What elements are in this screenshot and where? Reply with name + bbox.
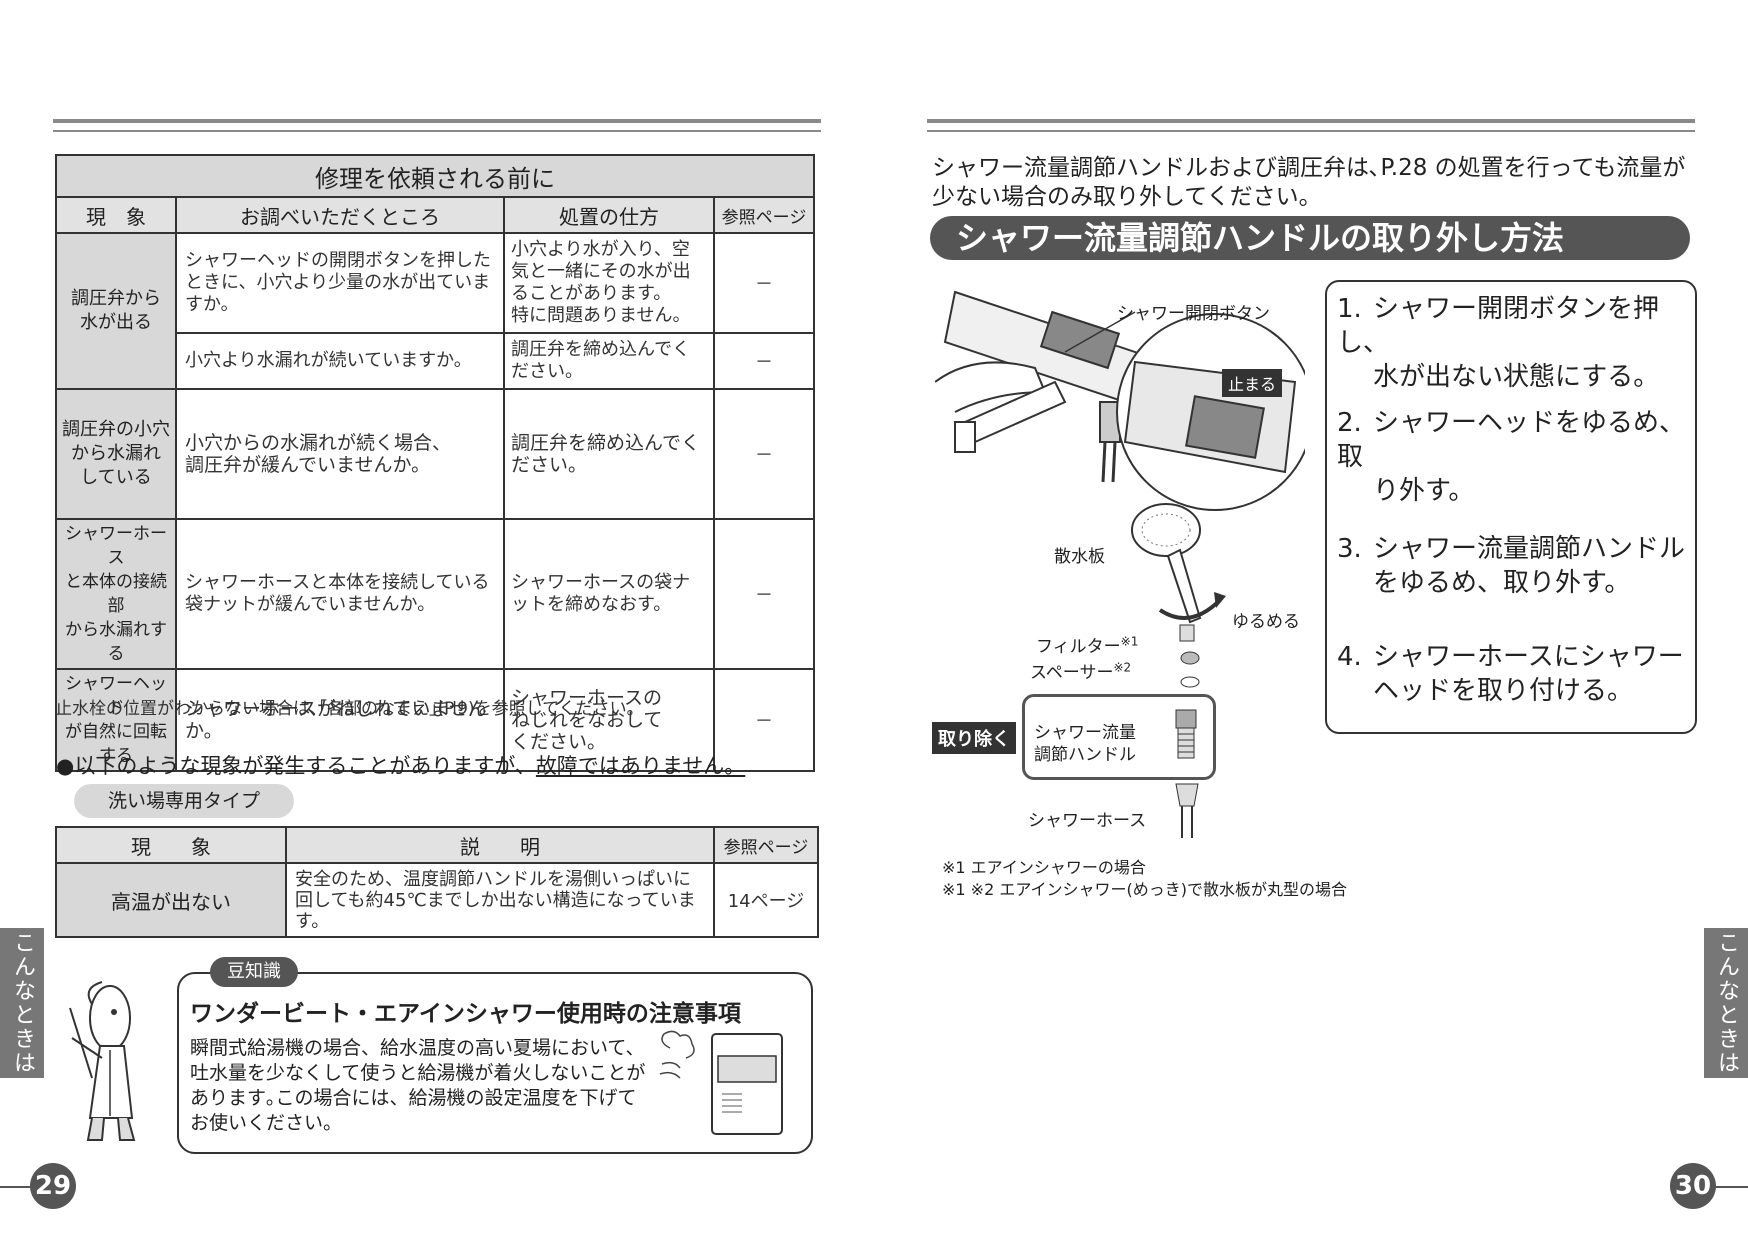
flow-handle-box bbox=[1022, 694, 1216, 780]
repair-table-title: 修理を依頼される前に bbox=[55, 154, 815, 198]
hose-icon bbox=[1175, 783, 1199, 838]
col-header-ref: 参照ページ bbox=[713, 196, 815, 234]
col-header-check: お調べいただくところ bbox=[175, 196, 505, 234]
notice-line: ●以下のような現象が発生することがありますが、故障ではありません。 bbox=[56, 750, 745, 780]
professor-illustration bbox=[69, 981, 136, 1141]
symptom-cell: 調圧弁の小穴 から水漏れ している bbox=[55, 388, 177, 520]
ref-cell: － bbox=[713, 388, 815, 520]
step-number: 4. bbox=[1337, 642, 1362, 672]
side-tab-right: こんなときは bbox=[1704, 928, 1748, 1078]
step-2: 2.シャワーヘッドをゆるめ、取 り外す。 bbox=[1337, 406, 1695, 508]
diffuser-label: 散水板 bbox=[1054, 547, 1105, 567]
ref-cell: 14ページ bbox=[713, 862, 819, 938]
step-text-1: シャワーヘッドをゆるめ、取 bbox=[1337, 408, 1686, 472]
tip-badge: 豆知識 bbox=[210, 957, 298, 987]
check-cell: シャワーホースがねじれていませんか。 bbox=[175, 668, 505, 772]
type-pill: 洗い場専用タイプ bbox=[74, 784, 294, 818]
ref-cell: － bbox=[713, 668, 815, 772]
flow-handle-icon bbox=[1175, 709, 1197, 759]
spacer-note-mark: ※2 bbox=[1113, 660, 1132, 675]
spacer-label: スペーサー※2 bbox=[1030, 658, 1131, 683]
tip-box bbox=[177, 972, 813, 1154]
ref-cell: － bbox=[713, 518, 815, 670]
steps-box: 1.シャワー開閉ボタンを押し、 水が出ない状態にする。 2.シャワーヘッドをゆる… bbox=[1325, 280, 1697, 734]
action-cell: シャワーホースの ねじれをなおして ください。 bbox=[503, 668, 715, 772]
step-text-2: り外す。 bbox=[1373, 476, 1475, 506]
symptom-cell: シャワーヘッド が自然に回転 する bbox=[55, 668, 177, 772]
page-number-line-right bbox=[1716, 1186, 1748, 1188]
shower-head-illustration bbox=[1131, 503, 1226, 688]
table-row: 高温が出ない 安全のため、温度調節ハンドルを湯側いっぱいに回しても約45℃までし… bbox=[55, 862, 819, 938]
step-text-2: をゆるめ、取り外す。 bbox=[1373, 568, 1631, 598]
filter-note-mark: ※1 bbox=[1120, 634, 1139, 649]
tip-title: ワンダービート・エアインシャワー使用時の注意事項 bbox=[190, 1001, 741, 1027]
check-cell: シャワーホースと本体を接続している袋ナットが緩んでいませんか。 bbox=[175, 518, 505, 670]
action-cell: 小穴より水が入り、空気と一緒にその水が出ることがあります。 特に問題ありません。 bbox=[503, 232, 715, 334]
repair-table: 修理を依頼される前に 現 象 お調べいただくところ 処置の仕方 参照ページ 調圧… bbox=[55, 154, 815, 772]
col-header-symptom: 現 象 bbox=[55, 826, 287, 864]
step-number: 2. bbox=[1337, 408, 1362, 438]
tip-body: 瞬間式給湯機の場合、給水温度の高い夏場において、吐水量を少なくして使うと給湯機が… bbox=[190, 1037, 646, 1134]
footnote-1: ※1 エアインシャワーの場合 bbox=[942, 858, 1146, 877]
check-cell: 小穴からの水漏れが続く場合、 調圧弁が緩んでいませんか。 bbox=[175, 388, 505, 520]
table-row: シャワーホース と本体の接続部 から水漏れする シャワーホースと本体を接続してい… bbox=[55, 518, 815, 670]
step-text-1: シャワー開閉ボタンを押し、 bbox=[1337, 294, 1660, 358]
page-number-left: 29 bbox=[30, 1163, 76, 1209]
action-cell: シャワーホースの袋ナットを締めなおす。 bbox=[503, 518, 715, 670]
top-rule-left-thin bbox=[53, 130, 821, 132]
col-header-ref: 参照ページ bbox=[713, 826, 819, 864]
step-number: 3. bbox=[1337, 534, 1362, 564]
col-header-action: 処置の仕方 bbox=[503, 196, 715, 234]
action-cell: 調圧弁を締め込んでください。 bbox=[503, 332, 715, 390]
step-3: 3. シャワー流量調節ハンドル をゆるめ、取り外す。 bbox=[1337, 532, 1685, 600]
symptom-cell: 調圧弁から 水が出る bbox=[55, 232, 177, 390]
normal-table: 現 象 説 明 参照ページ 高温が出ない 安全のため、温度調節ハンドルを湯側いっ… bbox=[55, 826, 819, 938]
flow-handle-label-1: シャワー流量 bbox=[1034, 723, 1136, 743]
action-cell: 調圧弁を締め込んでください。 bbox=[503, 388, 715, 520]
step-text-2: 水が出ない状態にする。 bbox=[1373, 362, 1660, 392]
section-banner: シャワー流量調節ハンドルの取り外し方法 bbox=[930, 216, 1690, 260]
button-label: シャワー開閉ボタン bbox=[1117, 304, 1270, 324]
flow-handle-label-2: 調節ハンドル bbox=[1034, 745, 1136, 765]
ref-cell: － bbox=[713, 332, 815, 390]
filter-label: フィルター※1 bbox=[1036, 632, 1138, 657]
notice-emphasis: 故障ではありません。 bbox=[535, 754, 746, 778]
intro-text: シャワー流量調節ハンドルおよび調圧弁は､P.28 の処置を行っても流量が少ない場… bbox=[932, 155, 1686, 210]
loosen-label: ゆるめる bbox=[1232, 612, 1300, 632]
step-text-1: シャワー流量調節ハンドル bbox=[1373, 534, 1686, 564]
step-text-1: シャワーホースにシャワー bbox=[1373, 642, 1684, 672]
col-header-description: 説 明 bbox=[285, 826, 715, 864]
remove-label: 取り除く bbox=[932, 722, 1016, 754]
table-row: 調圧弁の小穴 から水漏れ している 小穴からの水漏れが続く場合、 調圧弁が緩んで… bbox=[55, 388, 815, 520]
step-number: 1. bbox=[1337, 294, 1362, 324]
description-cell: 安全のため、温度調節ハンドルを湯側いっぱいに回しても約45℃までしか出ない構造に… bbox=[285, 862, 715, 938]
page-number-line-left bbox=[0, 1186, 30, 1188]
col-header-symptom: 現 象 bbox=[55, 196, 177, 234]
step-4: 4. シャワーホースにシャワー ヘッドを取り付ける。 bbox=[1337, 640, 1684, 708]
table-note: 止水栓の位置がわからない場合は､｢各部のなまえ｣(P.9)を参照してください。 bbox=[55, 699, 644, 719]
check-cell: シャワーヘッドの開閉ボタンを押したときに、小穴より少量の水が出ていますか。 bbox=[175, 232, 505, 334]
symptom-cell: 高温が出ない bbox=[55, 862, 287, 938]
table-row: シャワーヘッド が自然に回転 する シャワーホースがねじれていませんか。 シャワ… bbox=[55, 668, 815, 772]
spacer-label-text: スペーサー bbox=[1030, 663, 1114, 683]
page-number-right: 30 bbox=[1670, 1163, 1716, 1209]
top-rule-right-thin bbox=[927, 130, 1695, 132]
symptom-cell: シャワーホース と本体の接続部 から水漏れする bbox=[55, 518, 177, 670]
hose-label: シャワーホース bbox=[1028, 811, 1147, 831]
water-heater-icon bbox=[659, 1030, 783, 1135]
footnote-2: ※1 ※2 エアインシャワー(めっき)で散水板が丸型の場合 bbox=[942, 880, 1348, 899]
table-row: 小穴より水漏れが続いていますか。 調圧弁を締め込んでください。 － bbox=[56, 332, 815, 390]
stop-label: 止まる bbox=[1222, 369, 1283, 397]
top-rule-left bbox=[53, 119, 821, 123]
top-rule-right bbox=[927, 119, 1695, 123]
step-1: 1.シャワー開閉ボタンを押し、 水が出ない状態にする。 bbox=[1337, 292, 1695, 394]
check-cell: 小穴より水漏れが続いていますか。 bbox=[175, 332, 505, 390]
table-row: 調圧弁から 水が出る シャワーヘッドの開閉ボタンを押したときに、小穴より少量の水… bbox=[55, 232, 815, 390]
notice-prefix: ●以下のような現象が発生することがありますが、 bbox=[56, 754, 536, 778]
filter-label-text: フィルター bbox=[1036, 637, 1121, 657]
side-tab-left: こんなときは bbox=[0, 928, 44, 1078]
ref-cell: － bbox=[713, 232, 815, 334]
step-text-2: ヘッドを取り付ける。 bbox=[1373, 676, 1634, 706]
